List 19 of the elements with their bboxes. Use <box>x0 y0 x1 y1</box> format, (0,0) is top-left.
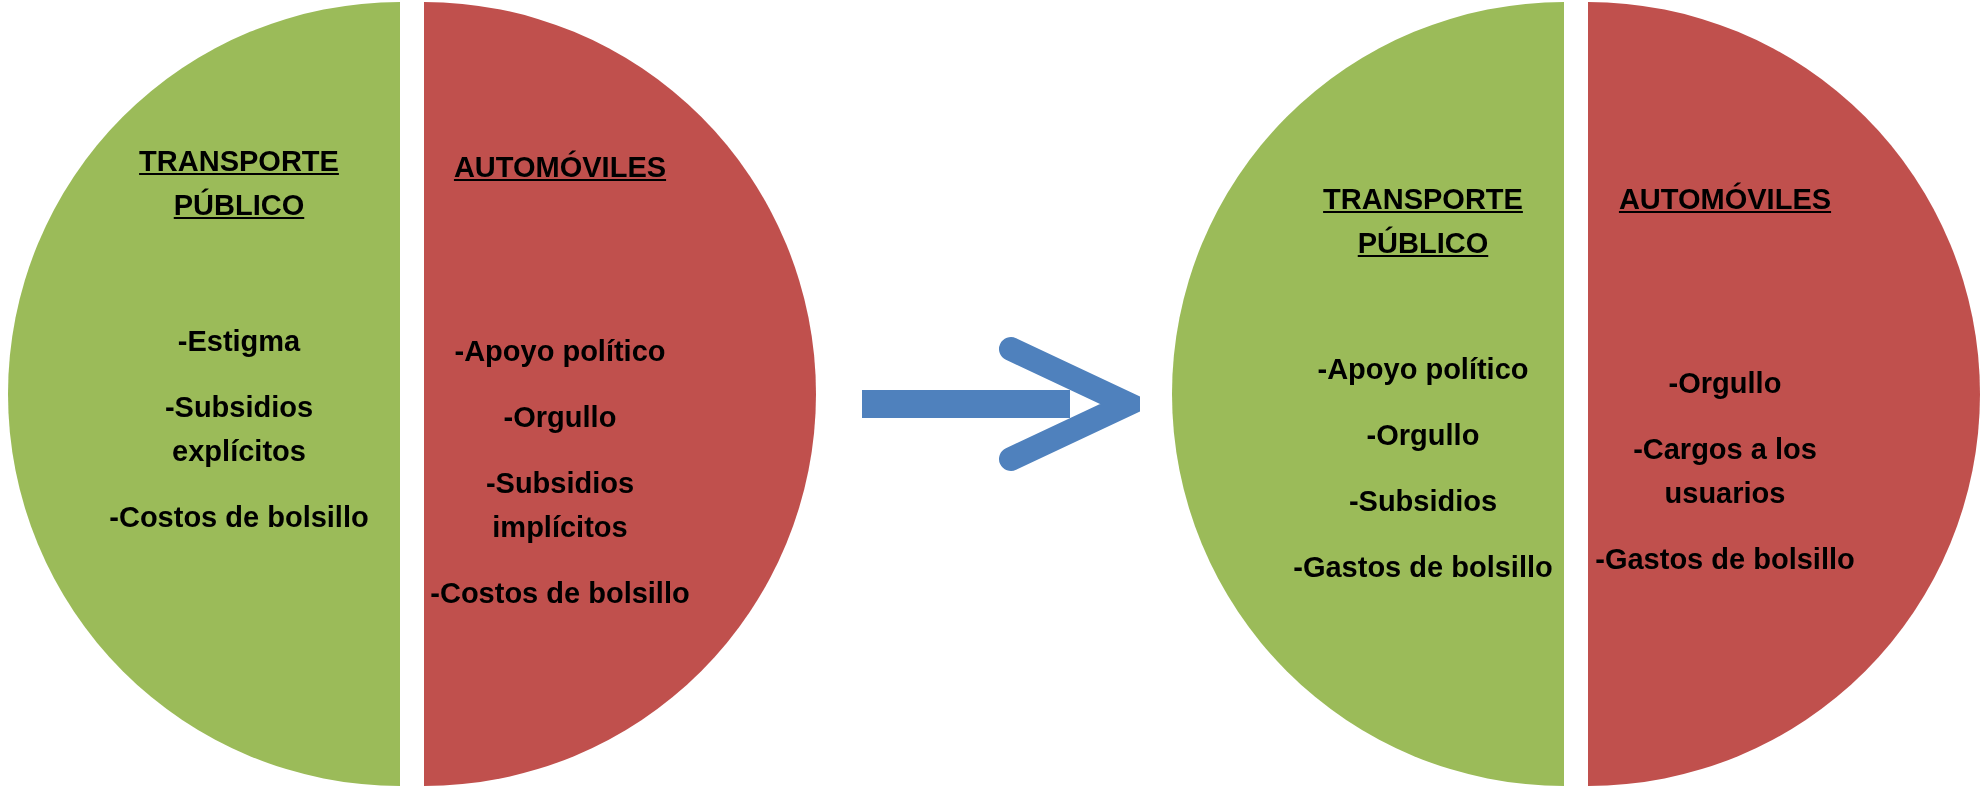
list-item: -Subsidios explícitos <box>163 390 315 469</box>
arrow <box>862 337 1140 471</box>
list-item: -Orgullo <box>1668 366 1782 401</box>
list-item: -Orgullo <box>1366 418 1480 453</box>
heading: TRANSPORTE PÚBLICO <box>138 144 340 223</box>
list-item: -Costos de bolsillo <box>109 500 369 535</box>
list-item: -Apoyo político <box>454 334 666 369</box>
heading: AUTOMÓVILES <box>452 149 668 185</box>
heading: AUTOMÓVILES <box>1617 181 1833 217</box>
list-item: -Cargos a los usuarios <box>1632 432 1818 511</box>
list-item: -Costos de bolsillo <box>430 576 690 611</box>
list-item: -Gastos de bolsillo <box>1293 550 1553 585</box>
heading: TRANSPORTE PÚBLICO <box>1322 182 1524 261</box>
list-item: -Gastos de bolsillo <box>1595 542 1855 577</box>
list-item: -Estigma <box>177 324 301 359</box>
list-item: -Subsidios implícitos <box>484 466 636 545</box>
list-item: -Apoyo político <box>1317 352 1529 387</box>
list-item: -Subsidios <box>1348 484 1498 519</box>
list-item: -Orgullo <box>503 400 617 435</box>
